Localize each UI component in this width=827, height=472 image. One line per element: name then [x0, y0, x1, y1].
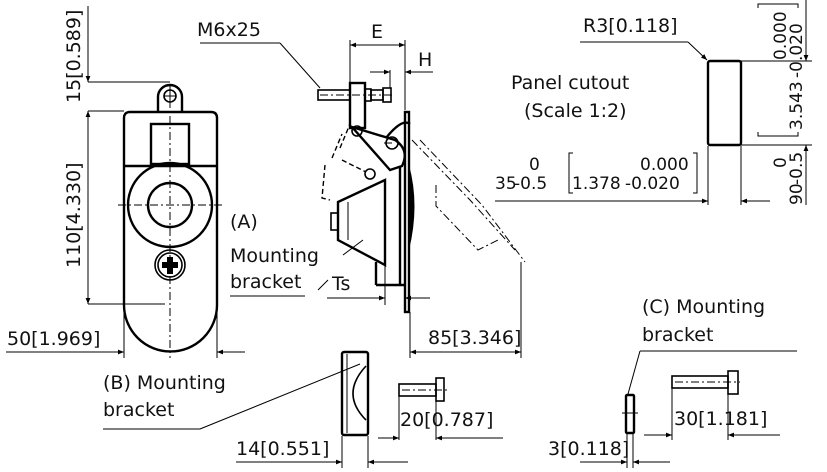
dim-b-bolt: 20[0.787]	[400, 409, 493, 431]
bracket-a-label-1: (A)	[230, 211, 258, 233]
bracket-a	[336, 178, 387, 267]
height-tol-upper: 0	[771, 157, 791, 168]
height-tol-lower: -0.5	[787, 152, 807, 185]
bracket-b-label-1: (B) Mounting	[103, 372, 226, 394]
height-inch-nominal: 3.543	[787, 81, 807, 130]
bracket-b-body	[340, 350, 370, 437]
height-inch-upper: 0.000	[771, 11, 791, 60]
latch-body	[122, 110, 219, 353]
width-nominal: 35	[495, 174, 517, 194]
panel-cutout: Panel cutout (Scale 1:2) R3[0.118] 0 35 …	[495, 0, 812, 205]
height-inch-lower: -0.020	[787, 23, 807, 78]
width-inch-upper: 0.000	[640, 155, 689, 175]
bracket-c: (C) Mounting bracket 30[1.181] 3[0.118]	[548, 296, 797, 468]
bracket-c-body	[624, 393, 636, 435]
cutout-title: Panel cutout	[511, 72, 629, 94]
width-inch-lower: -0.020	[625, 174, 680, 194]
lever-arm	[348, 124, 406, 172]
cutout-radius: R3[0.118]	[583, 15, 678, 37]
bracket-a-label-2: Mounting	[230, 245, 319, 267]
bracket-a-label-3: bracket	[230, 271, 301, 293]
bracket-b: (B) Mounting bracket 20[0.787] 14[0.551]	[103, 350, 503, 468]
front-view: 15[0.589] 110[4.330] 50[1.969]	[6, 6, 245, 358]
panel-plate	[403, 110, 411, 314]
cutout-scale: (Scale 1:2)	[524, 100, 627, 122]
dim-height: 110[4.330]	[63, 163, 85, 268]
height-nominal: 90	[787, 183, 807, 205]
dim-e: E	[371, 21, 383, 43]
width-tol-upper: 0	[529, 155, 540, 175]
bolt-label: M6x25	[197, 19, 261, 41]
bracket-c-label-2: bracket	[642, 324, 713, 346]
dim-width: 50[1.969]	[7, 328, 100, 350]
dim-c-bolt: 30[1.181]	[674, 408, 767, 430]
dim-ts: Ts	[331, 273, 350, 295]
dim-c-thickness: 3[0.118]	[548, 438, 629, 460]
dim-swing: 85[3.346]	[428, 327, 521, 349]
dim-h: H	[418, 49, 432, 71]
dim-b-thickness: 14[0.551]	[236, 438, 329, 460]
bracket-b-label-2: bracket	[103, 399, 174, 421]
cutout-rectangle	[706, 59, 743, 147]
dim-top-lug: 15[0.589]	[63, 10, 85, 103]
width-inch-nominal: 1.378	[572, 174, 621, 194]
bracket-c-label-1: (C) Mounting	[642, 296, 765, 318]
width-tol-lower: -0.5	[514, 174, 547, 194]
side-view: M6x25	[197, 19, 526, 358]
